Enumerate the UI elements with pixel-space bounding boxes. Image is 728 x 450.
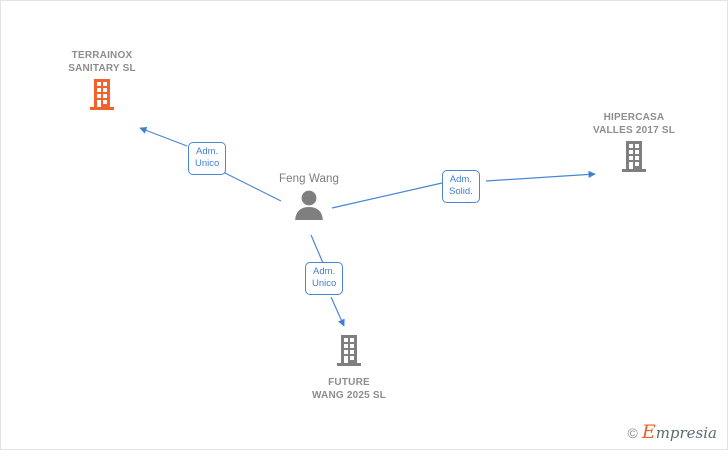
node-feng-wang[interactable]: Feng Wang xyxy=(245,173,373,220)
building-icon xyxy=(90,79,114,110)
empresia-logo-text: Empresia xyxy=(642,423,717,442)
node-hipercasa-label: HIPERCASA VALLES 2017 SL xyxy=(592,112,676,136)
edge-line-terrainox-b xyxy=(139,126,188,147)
building-icon xyxy=(337,335,361,366)
building-icon xyxy=(622,141,646,172)
edge-line-future-wang-b xyxy=(330,296,345,327)
node-feng-wang-label: Feng Wang xyxy=(279,173,339,185)
node-terrainox[interactable]: TERRAINOX SANITARY SL xyxy=(35,49,169,111)
empresia-logo-rest: mpresia xyxy=(655,424,717,442)
edge-label-hipercasa[interactable]: Adm. Solid. xyxy=(442,170,480,203)
edge-line-hipercasa-b xyxy=(485,170,596,182)
copyright-icon: © xyxy=(627,425,638,441)
node-terrainox-label: TERRAINOX SANITARY SL xyxy=(68,50,136,74)
empresia-watermark: © Empresia xyxy=(627,423,717,442)
node-future-wang-label: FUTURE WANG 2025 SL xyxy=(311,377,387,401)
edge-line-hipercasa xyxy=(331,182,443,209)
node-hipercasa[interactable]: HIPERCASA VALLES 2017 SL xyxy=(567,111,701,173)
empresia-logo-initial: E xyxy=(641,421,656,443)
person-icon xyxy=(295,190,323,220)
edge-label-future-wang[interactable]: Adm. Unico xyxy=(305,262,344,295)
edge-line-future-wang xyxy=(310,234,324,264)
node-future-wang[interactable]: FUTURE WANG 2025 SL xyxy=(282,331,416,402)
edge-label-terrainox[interactable]: Adm. Unico xyxy=(188,142,227,175)
